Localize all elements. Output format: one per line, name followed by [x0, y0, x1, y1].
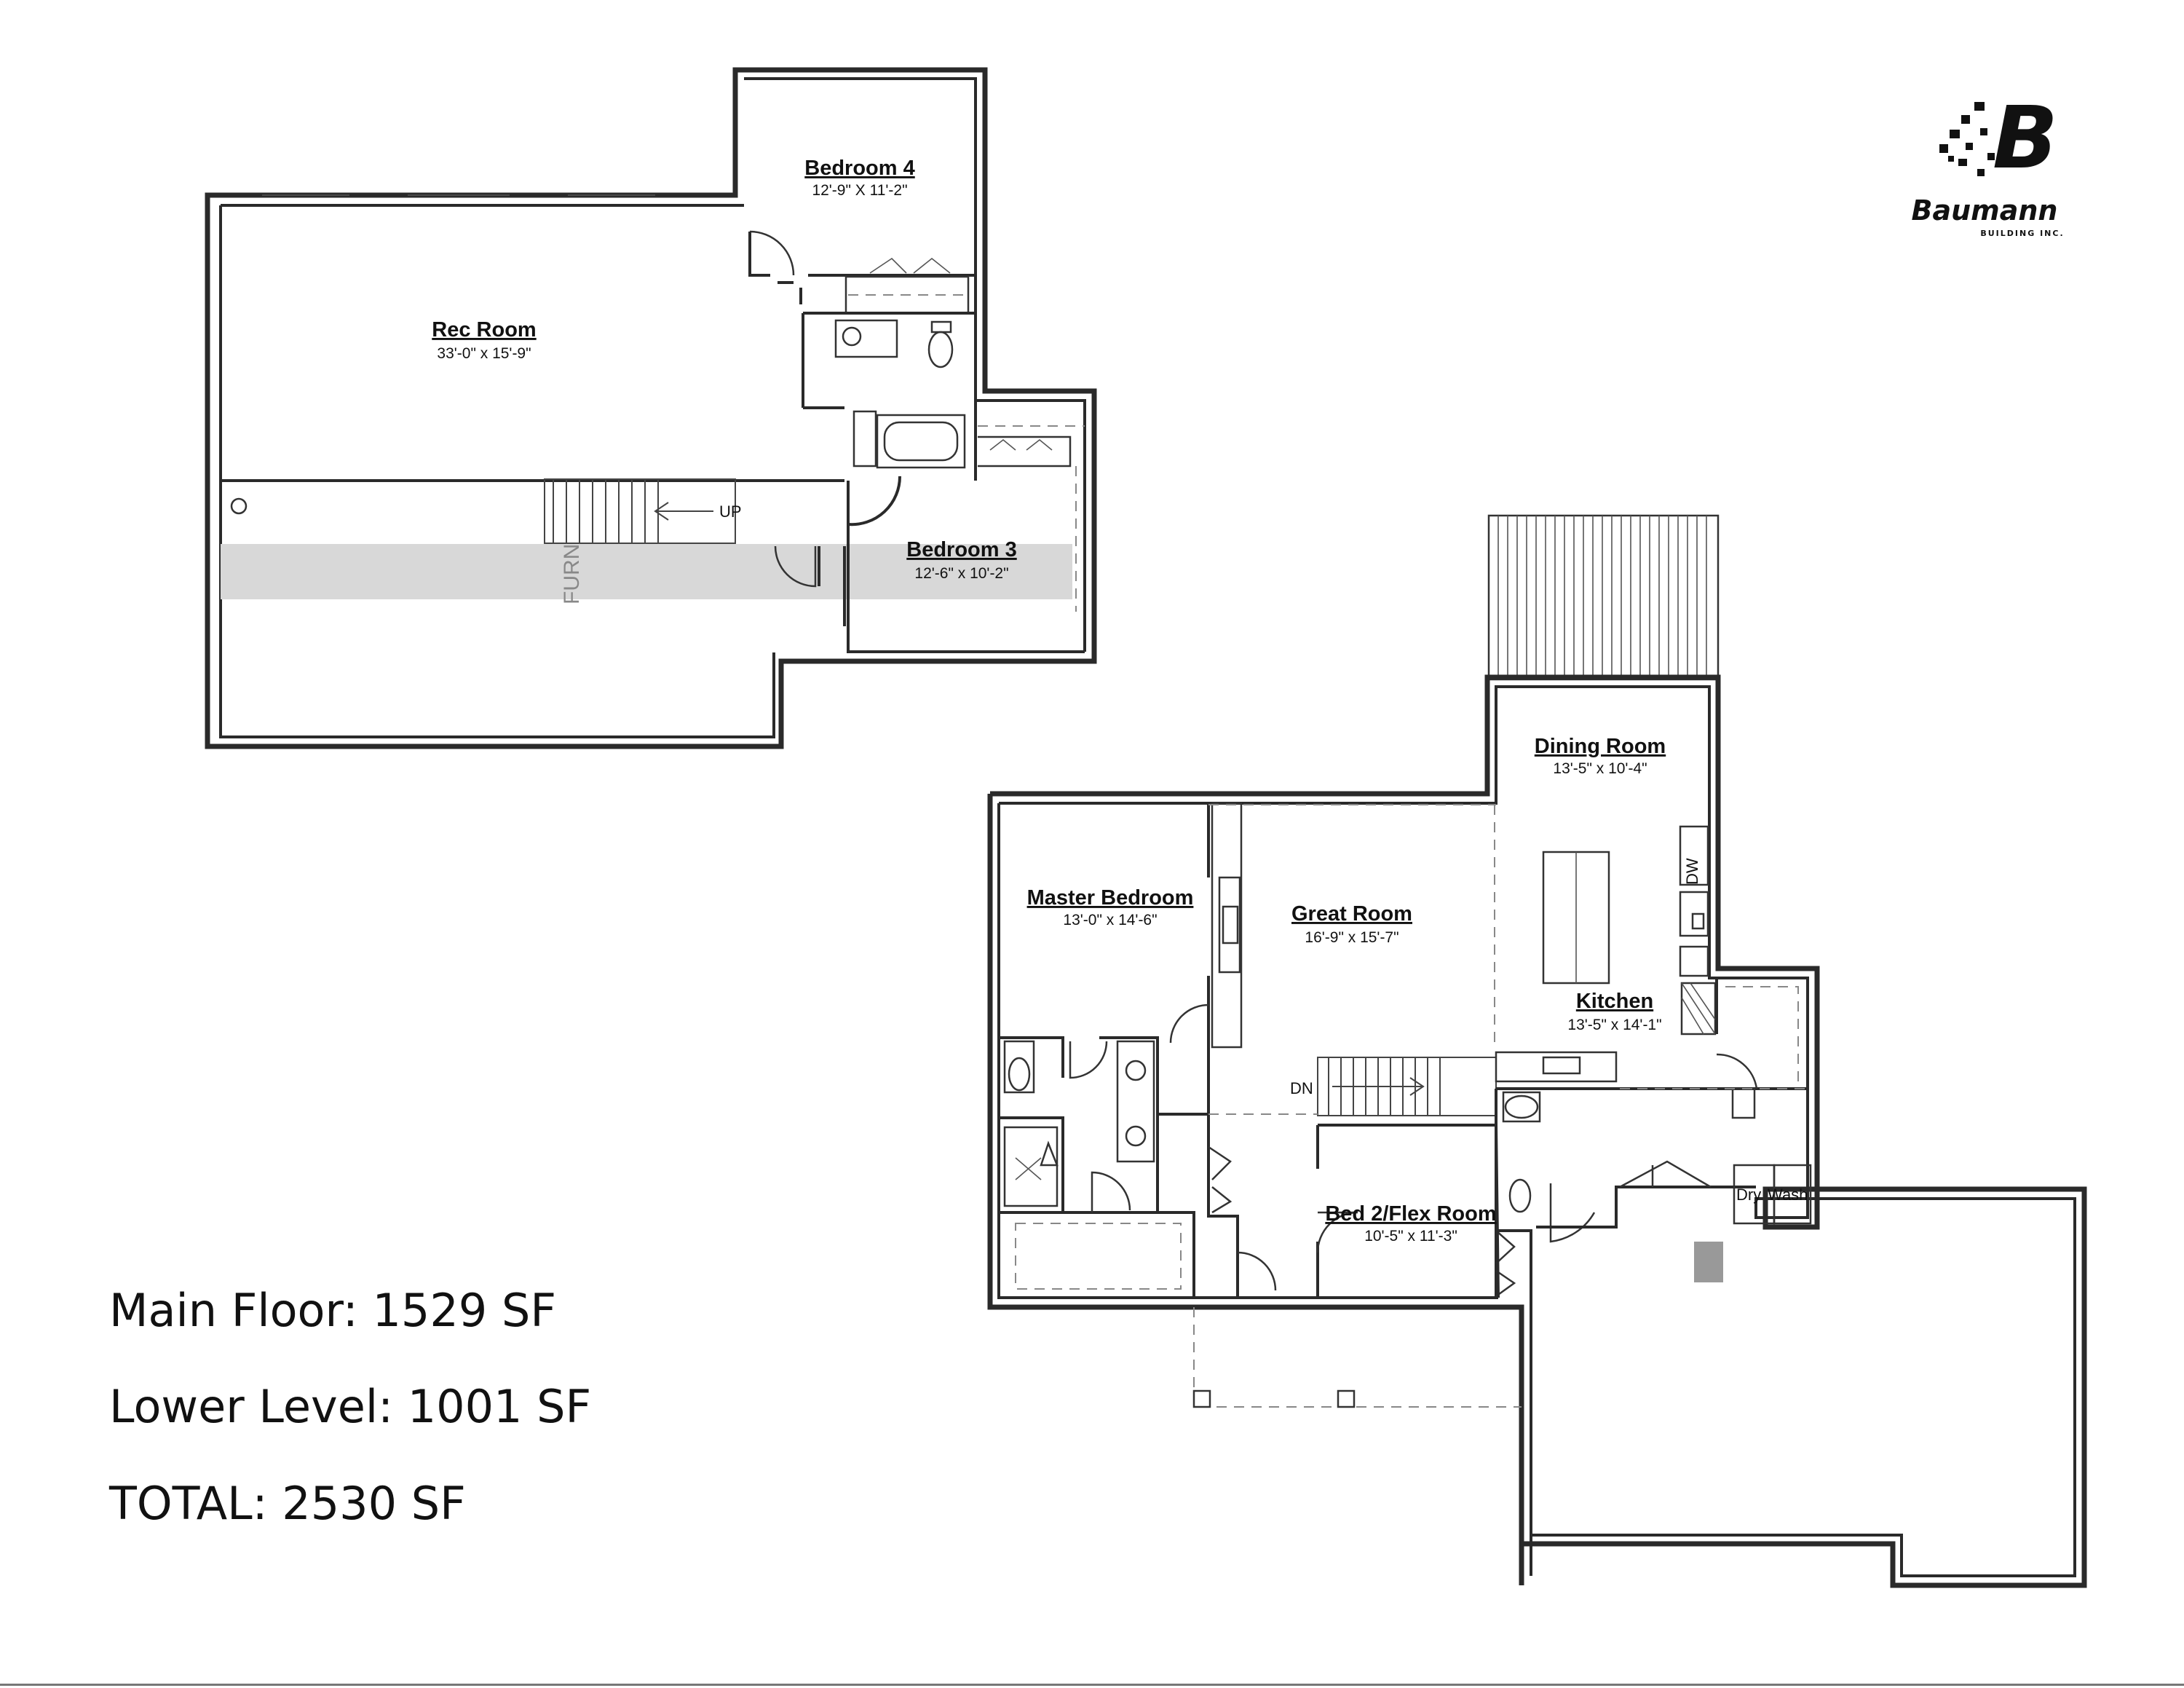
dining-name: Dining Room [1535, 735, 1666, 758]
master-name: Master Bedroom [1027, 886, 1194, 910]
logo-letter: B [1993, 87, 2058, 188]
great-name: Great Room [1291, 902, 1412, 926]
washer-label: Wash [1768, 1186, 1808, 1204]
garage-hatch [1694, 1242, 1723, 1282]
lower-level-plan: Bedroom 4 12'-9" X 11'-2" Rec Room 33'-0… [205, 67, 1097, 749]
lower-stairs [544, 478, 736, 544]
kitchen-name: Kitchen [1576, 990, 1653, 1013]
main-floor-area: Main Floor: 1529 SF [109, 1284, 556, 1337]
total-area: TOTAL: 2530 SF [109, 1477, 466, 1530]
master-dims: 13'-0" x 14'-6" [1063, 912, 1157, 928]
bedroom3-name: Bedroom 3 [906, 538, 1016, 561]
baumann-logo: B Baumann BUILDING INC. [1911, 87, 2064, 238]
lower-stair-label: UP [719, 502, 742, 521]
dining-dims: 13'-5" x 10'-4" [1553, 760, 1647, 777]
main-floor-plan: Dining Room 13'-5" x 10'-4" Master Bedro… [987, 514, 2087, 1588]
main-stairs [1317, 1057, 1497, 1116]
bottom-divider [0, 1684, 2184, 1686]
dishwasher-label: DW [1683, 858, 1701, 885]
recroom-dims: 33'-0" x 15'-9" [437, 345, 531, 362]
great-dims: 16'-9" x 15'-7" [1305, 929, 1398, 946]
brand-tagline: BUILDING INC. [1980, 229, 2064, 238]
dryer-label: Dry [1736, 1186, 1761, 1204]
lower-level-area: Lower Level: 1001 SF [109, 1380, 592, 1433]
kitchen-dims: 13'-5" x 14'-1" [1567, 1017, 1661, 1033]
deck [1487, 514, 1720, 681]
furnace-label: FURN [560, 544, 584, 604]
bedroom3-dims: 12'-6" x 10'-2" [914, 565, 1008, 582]
main-stair-label: DN [1290, 1079, 1313, 1097]
recroom-name: Rec Room [432, 318, 536, 342]
bedroom4-name: Bedroom 4 [804, 157, 914, 180]
bedroom4-dims: 12'-9" X 11'-2" [812, 182, 907, 199]
brand-name: Baumann [1911, 194, 2057, 226]
logo-pixel-squares-icon [1939, 102, 1995, 176]
bed2-dims: 10'-5" x 11'-3" [1364, 1228, 1457, 1245]
hallway-band [221, 544, 1072, 599]
bed2-name: Bed 2/Flex Room [1325, 1202, 1496, 1226]
